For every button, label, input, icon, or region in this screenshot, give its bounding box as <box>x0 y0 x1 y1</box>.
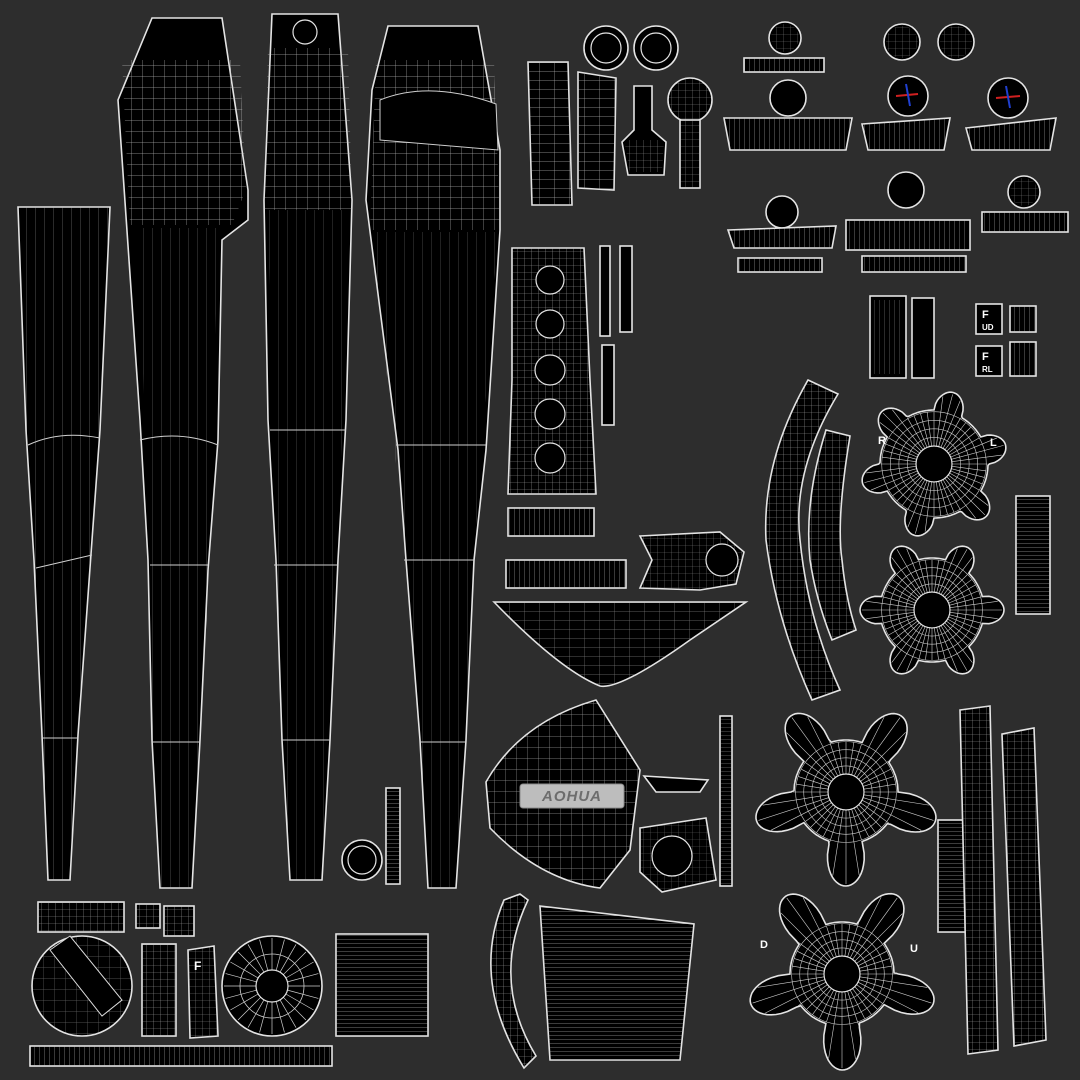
f-tag-letter: F <box>194 959 201 973</box>
band-3-gizmo <box>964 77 1057 151</box>
star-knob-1 <box>755 712 937 887</box>
wavy-strip-1 <box>764 378 842 702</box>
band-1 <box>723 79 853 151</box>
ruler-strip-right-2 <box>937 819 969 933</box>
block-grid-small <box>141 943 177 1037</box>
knob-gear-plain <box>859 545 1005 675</box>
label-f-rl-block: F RL <box>975 341 1037 377</box>
band-5 <box>845 171 971 273</box>
logo-shield: AOHUA <box>485 699 641 889</box>
dial-small-2 <box>883 23 975 61</box>
small-wedge <box>642 775 710 793</box>
key-shape-1 <box>621 85 667 176</box>
label-f-ud-letter: F <box>982 309 989 321</box>
dial-small-1 <box>743 21 825 73</box>
wavy-strip-2 <box>807 429 857 642</box>
label-f-rl-letter: F <box>982 351 989 363</box>
band-2-gizmo <box>861 75 951 151</box>
leg-strip-4 <box>365 25 501 889</box>
circle-caps-top <box>583 25 679 71</box>
brand-logo-text: AOHUA <box>541 788 602 805</box>
cable-sleeve <box>507 247 597 495</box>
label-f-ud-code: UD <box>982 323 994 332</box>
f-tag-piece: F <box>187 945 219 1039</box>
paired-blocks <box>869 295 935 379</box>
knob-lower-right-label: U <box>910 943 918 955</box>
logo-plate <box>519 783 625 809</box>
bottom-long-ruler <box>29 1045 333 1067</box>
bracket-ring <box>639 817 717 893</box>
tapered-grip <box>539 905 695 1061</box>
curved-strips-top <box>527 61 617 206</box>
bottom-small-blocks <box>37 901 195 937</box>
label-f-ud-block: F UD <box>975 303 1037 335</box>
leg-strip-1 <box>17 206 111 881</box>
hatched-panel <box>335 933 429 1037</box>
band-4 <box>726 195 837 273</box>
thin-tall-strip <box>719 715 733 887</box>
leg-strip-3 <box>263 13 353 881</box>
arrow-shape <box>638 531 745 591</box>
thin-strips-group <box>599 245 633 426</box>
long-strip-right-1 <box>959 705 999 1055</box>
fan-wedge <box>492 601 749 688</box>
ring-small <box>341 839 383 881</box>
small-bar-a <box>507 507 595 537</box>
ruler-strip-right-1 <box>1015 495 1051 615</box>
knob-lower-left-label: D <box>760 939 768 951</box>
key-shape-2 <box>667 77 713 189</box>
ruler-strip-small <box>385 787 401 885</box>
disc-with-bar <box>31 935 133 1037</box>
knob-gear-r-l <box>861 391 1007 537</box>
star-knob-d-u <box>749 892 935 1071</box>
knob-upper-left-label: R <box>878 435 886 447</box>
leg-strip-2 <box>117 17 249 889</box>
band-6 <box>981 175 1069 233</box>
radial-disc <box>221 935 323 1037</box>
knob-upper-right-label: L <box>990 437 997 449</box>
arc-strip <box>490 893 538 1070</box>
long-strip-right-2 <box>1001 727 1047 1047</box>
label-f-rl-code: RL <box>982 365 993 374</box>
small-bar-b <box>505 559 627 589</box>
